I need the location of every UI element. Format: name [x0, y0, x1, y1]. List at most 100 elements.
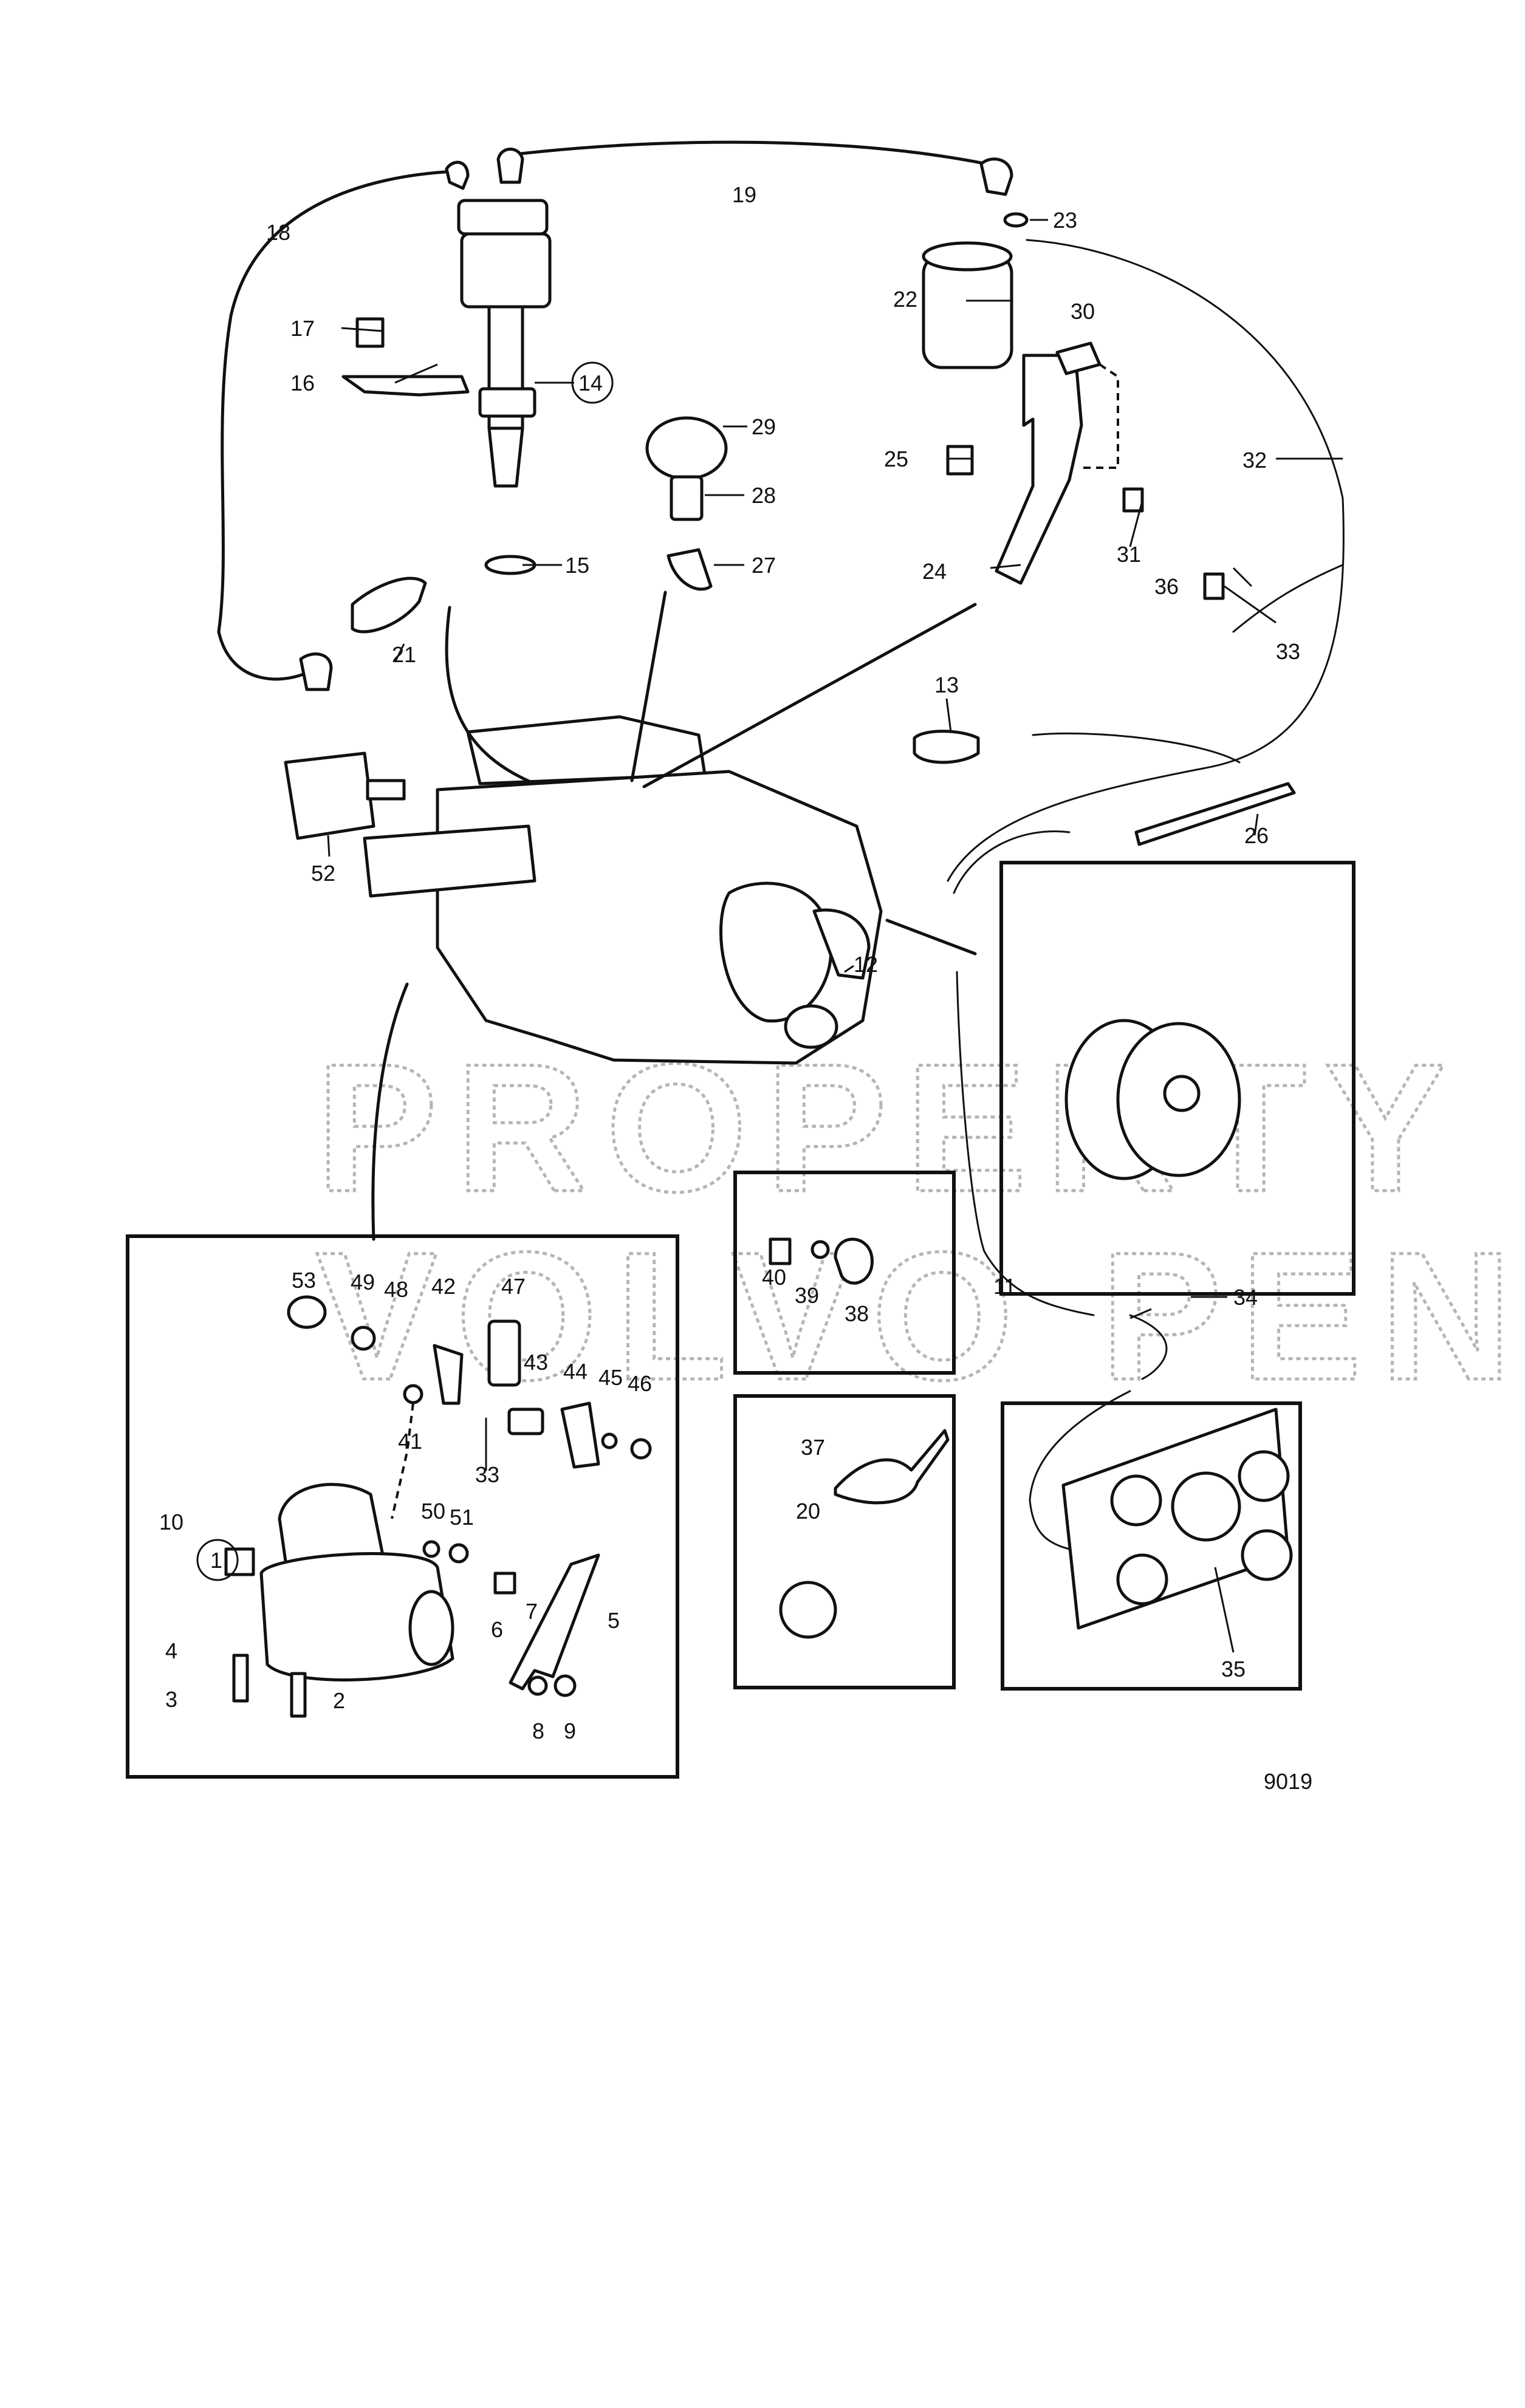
part-label-44: 44: [563, 1359, 588, 1384]
coil-bracket-24: [995, 354, 1083, 585]
oil-pressure-sender-29: [645, 416, 728, 481]
wire-to-sender-13: [947, 732, 1241, 882]
alternator-assembly: [1064, 1019, 1241, 1180]
part-label-17: 17: [290, 316, 315, 341]
part-label-41: 41: [398, 1429, 422, 1454]
part-label-19: 19: [732, 182, 756, 207]
part-label-50: 50: [421, 1499, 445, 1524]
fan-belt-12: [812, 908, 871, 980]
part-label-22: 22: [893, 287, 917, 312]
part-label-53: 53: [292, 1268, 316, 1293]
part-label-43: 43: [524, 1350, 548, 1375]
instrument-panel-detail-box: [1001, 1401, 1302, 1691]
nut-51: [448, 1543, 469, 1564]
callout-circle-1: [196, 1539, 239, 1581]
washer-41: [403, 1384, 423, 1404]
part-label-8: 8: [532, 1719, 544, 1743]
temp-sender-21: [351, 576, 427, 634]
sleeve-43: [507, 1408, 544, 1435]
bushing-53: [287, 1295, 327, 1329]
leader-lines: [327, 219, 1343, 1653]
watermark-line-1: PROPERTY OF: [316, 1025, 1525, 1230]
part-label-45: 45: [598, 1365, 623, 1390]
part-label-48: 48: [384, 1277, 408, 1302]
distributor-drive-gear: [487, 426, 524, 488]
wiring: [217, 140, 1345, 1550]
screw-2: [290, 1672, 307, 1718]
part-label-47: 47: [501, 1274, 526, 1299]
cable-clamp-detail-box: [733, 1171, 956, 1375]
plug-cap-left: [445, 160, 470, 190]
part-label-33-starter: 33: [475, 1462, 499, 1487]
washer-39: [810, 1240, 830, 1259]
part-label-31: 31: [1117, 542, 1141, 567]
connector-30-path: [1081, 363, 1119, 469]
connector-47: [487, 1319, 521, 1387]
nut-46: [630, 1438, 652, 1460]
part-label-28: 28: [752, 483, 776, 508]
cable-11: [956, 971, 1095, 1316]
ignition-coil-assembly: [922, 212, 1225, 600]
engine-lower-pulley: [784, 1004, 838, 1049]
relay-52-tab: [366, 779, 406, 801]
starter-motor-detail-box: [126, 1234, 679, 1779]
relay-52: [284, 751, 406, 840]
gauge-center: [1171, 1471, 1241, 1542]
part-label-16: 16: [290, 371, 315, 395]
cable-tie-37: [834, 1429, 950, 1505]
arrow-distributor-to-engine: [445, 606, 536, 785]
connector-30: [1055, 341, 1102, 375]
part-label-36: 36: [1154, 574, 1179, 599]
part-label-49: 49: [351, 1270, 375, 1295]
part-label-40: 40: [762, 1265, 786, 1290]
distributor-cap-top: [457, 199, 549, 236]
part-label-15: 15: [565, 553, 589, 578]
engine-block: [363, 715, 883, 1065]
part-label-2: 2: [333, 1688, 345, 1713]
washer-8: [527, 1675, 548, 1696]
instrument-panel-assembly: [1061, 1408, 1293, 1630]
starter-motor-body: [259, 1552, 454, 1681]
part-label-18: 18: [266, 220, 290, 245]
part-label-34: 34: [1233, 1285, 1258, 1310]
part-label-10: 10: [159, 1510, 183, 1534]
arrow-starter-to-engine: [371, 982, 409, 1241]
gauge-left-bottom: [1116, 1553, 1168, 1606]
bracket-42: [433, 1344, 464, 1405]
starter-motor-assembly: [224, 1295, 652, 1718]
holder-20: [779, 1581, 837, 1639]
part-labels: 1 2 3 4 5 6 7 8 9 10 11 12 13 14 15 16 1…: [159, 182, 1300, 1743]
screw-36: [1203, 572, 1225, 600]
engine-exhaust-manifold: [363, 824, 536, 898]
part-label-3: 3: [165, 1687, 177, 1712]
part-label-11: 11: [993, 1274, 1016, 1299]
nut-49: [351, 1325, 376, 1351]
cable-tie-parts: [779, 1429, 950, 1639]
part-label-13: 13: [934, 672, 959, 697]
arrow-sender-to-engine: [630, 590, 667, 782]
screw-6: [493, 1572, 516, 1595]
cable-26: [1134, 782, 1296, 846]
part-label-1: 1: [210, 1548, 222, 1573]
figure-number: 9019: [1264, 1769, 1312, 1794]
part-label-14: 14: [578, 371, 603, 395]
cable-32: [1026, 239, 1345, 770]
ignition-coil-top: [922, 241, 1013, 272]
hose-27: [667, 548, 713, 591]
plug-cap-center: [496, 148, 524, 184]
ignition-lead-18: [217, 169, 456, 681]
instrument-harness: [1029, 1390, 1131, 1550]
washer-50: [422, 1540, 440, 1558]
cable-clamp-38: [834, 1237, 874, 1285]
starter-end-cap: [408, 1590, 454, 1666]
part-label-12: 12: [854, 952, 878, 977]
sender-parts: [299, 416, 1296, 846]
ignition-lead-19: [507, 140, 989, 166]
cover-44: [560, 1401, 600, 1469]
part-label-21: 21: [392, 642, 416, 667]
part-label-24: 24: [922, 559, 947, 584]
arrow-bracket-to-engine: [642, 603, 977, 788]
part-label-35: 35: [1221, 1657, 1246, 1681]
distributor-collar: [478, 387, 536, 418]
